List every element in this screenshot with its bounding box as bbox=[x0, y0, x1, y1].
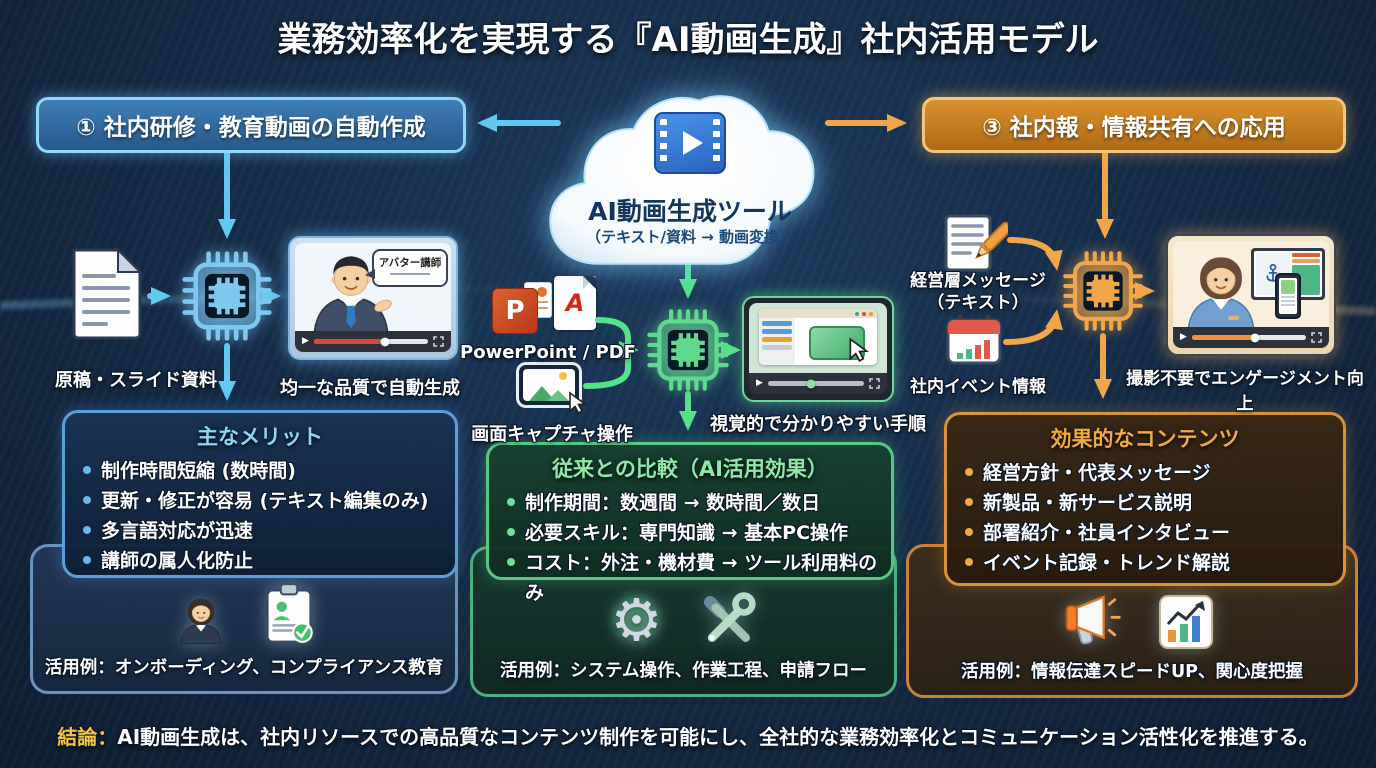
window-main bbox=[795, 318, 877, 365]
right-input1-line1: 経営層メッセージ bbox=[910, 271, 1046, 291]
conclusion-label: 結論： bbox=[57, 725, 118, 749]
comparison-title: 従来との比較（AI活用効果） bbox=[552, 457, 828, 481]
manual-video-player: ▶ bbox=[742, 296, 894, 402]
cloud-shape bbox=[549, 95, 815, 265]
cursor-icon bbox=[567, 391, 589, 415]
comparison-item: コスト：外注・機材費 → ツール利用料のみ bbox=[505, 548, 883, 608]
powerpoint-icon: P bbox=[492, 282, 552, 334]
left-input-label: 原稿・スライド資料 bbox=[55, 370, 217, 391]
newsletter-video-controls[interactable]: ▶ bbox=[1173, 327, 1329, 348]
center-output-label: 視覚的で分かりやすい手順 bbox=[710, 414, 926, 435]
avatar-speech-bubble: アバター講師 bbox=[365, 249, 448, 287]
contents-list: 経営方針・代表メッセージ 新製品・新サービス説明 部署紹介・社員インタビュー イ… bbox=[963, 458, 1335, 578]
bubble-line bbox=[390, 273, 430, 275]
training-usage-text: 活用例：オンボーディング、コンプライアンス教育 bbox=[44, 658, 444, 678]
benefits-list: 制作時間短縮 (数時間) 更新・修正が容易 (テキスト編集のみ) 多言語対応が迅… bbox=[81, 456, 447, 576]
training-video-controls[interactable]: ▶ bbox=[295, 331, 451, 352]
cloud-tool-title: AI動画生成ツール bbox=[588, 197, 792, 226]
video-film-icon bbox=[654, 112, 726, 174]
pdf-icon: A bbox=[554, 276, 596, 330]
branch-training-text: ① 社内研修・教育動画の自動作成 bbox=[76, 115, 426, 141]
branch-newsletter-label: ③ 社内報・情報共有への応用 bbox=[922, 97, 1346, 153]
window-titlebar bbox=[759, 309, 877, 318]
comparison-list: 制作期間：数週間 → 数時間／数日 必要スキル：専門知識 → 基本PC操作 コス… bbox=[505, 488, 883, 608]
powerpoint-letter: P bbox=[505, 296, 525, 326]
play-button-icon[interactable]: ▶ bbox=[756, 378, 763, 388]
fullscreen-icon[interactable] bbox=[433, 336, 444, 347]
contents-item: 部署紹介・社員インタビュー bbox=[963, 518, 1335, 548]
contents-title: 効果的なコンテンツ bbox=[1050, 427, 1240, 451]
comparison-panel: 従来との比較（AI活用効果） 制作期間：数週間 → 数時間／数日 必要スキル：専… bbox=[486, 442, 894, 604]
app-window bbox=[759, 309, 877, 365]
avatar-bubble-text: アバター講師 bbox=[378, 257, 442, 269]
anchor-icon bbox=[1266, 263, 1280, 282]
comparison-item: 必要スキル：専門知識 → 基本PC操作 bbox=[505, 518, 883, 548]
benefits-panel: 主なメリット 制作時間短縮 (数時間) 更新・修正が容易 (テキスト編集のみ) … bbox=[62, 410, 458, 578]
right-input1-line2: （テキスト） bbox=[927, 293, 1029, 314]
newsletter-video-player: ▶ bbox=[1166, 234, 1336, 356]
contents-item: イベント記録・トレンド解説 bbox=[963, 548, 1335, 578]
newsletter-video-screen bbox=[1173, 241, 1329, 327]
right-input1-label: 経営層メッセージ （テキスト） bbox=[896, 270, 1060, 314]
play-button-icon[interactable]: ▶ bbox=[302, 336, 309, 346]
benefits-title: 主なメリット bbox=[197, 425, 323, 449]
click-cursor-icon bbox=[847, 337, 871, 363]
gear-icon: ⚙ bbox=[610, 586, 663, 654]
center-input1-label: PowerPoint / PDF bbox=[460, 342, 636, 363]
contents-item: 新製品・新サービス説明 bbox=[963, 488, 1335, 518]
text-message-icon bbox=[944, 214, 1008, 272]
right-output-label: 撮影不要でエンゲージメント向上 bbox=[1126, 369, 1364, 414]
tools-icon bbox=[703, 592, 756, 642]
male-avatar bbox=[313, 256, 392, 331]
benefit-item: 更新・修正が容易 (テキスト編集のみ) bbox=[81, 486, 447, 516]
cloud-tool-subtitle: （テキスト/資料 → 動画変換） bbox=[585, 228, 795, 246]
document-icon bbox=[72, 247, 143, 340]
training-video-player: アバター講師 ▶ bbox=[288, 236, 458, 360]
conclusion: 結論：AI動画生成は、社内リソースでの高品質なコンテンツ制作を可能にし、全社的な… bbox=[0, 721, 1376, 750]
fullscreen-icon[interactable] bbox=[1311, 332, 1322, 343]
female-employee-icon bbox=[179, 598, 223, 645]
page-title: 業務効率化を実現する『AI動画生成』社内活用モデル bbox=[277, 20, 1099, 60]
female-avatar bbox=[1187, 257, 1255, 327]
benefit-item: 制作時間短縮 (数時間) bbox=[81, 456, 447, 486]
pdf-letter: A bbox=[565, 289, 585, 317]
benefit-item: 講師の属人化防止 bbox=[81, 546, 447, 576]
right-input2-label: 社内イベント情報 bbox=[910, 377, 1046, 397]
left-output-label: 均一な品質で自動生成 bbox=[280, 378, 460, 399]
play-button-icon[interactable]: ▶ bbox=[1180, 332, 1187, 342]
screen-capture-icon bbox=[516, 362, 582, 408]
progress-bar[interactable] bbox=[313, 337, 428, 346]
contents-panel: 効果的なコンテンツ 経営方針・代表メッセージ 新製品・新サービス説明 部署紹介・… bbox=[944, 412, 1346, 586]
progress-bar[interactable] bbox=[767, 379, 864, 388]
benefit-item: 多言語対応が迅速 bbox=[81, 516, 447, 546]
training-video-screen: アバター講師 bbox=[295, 243, 451, 331]
cpu-icon-center bbox=[646, 308, 730, 392]
growth-chart-icon bbox=[1159, 595, 1213, 649]
branch-training-label: ① 社内研修・教育動画の自動作成 bbox=[36, 97, 466, 153]
play-icon bbox=[683, 131, 703, 155]
conclusion-text: AI動画生成は、社内リソースでの高品質なコンテンツ制作を可能にし、全社的な業務効… bbox=[117, 725, 1319, 749]
branch-newsletter-text: ③ 社内報・情報共有への応用 bbox=[982, 115, 1286, 141]
cpu-icon-right bbox=[1062, 250, 1144, 332]
cpu-icon-left bbox=[181, 250, 273, 342]
progress-bar[interactable] bbox=[1191, 333, 1306, 342]
manual-video-screen bbox=[749, 303, 887, 373]
manual-usage-text: 活用例：システム操作、作業工程、申請フロー bbox=[500, 661, 867, 681]
contents-item: 経営方針・代表メッセージ bbox=[963, 458, 1335, 488]
phone-icon bbox=[1275, 273, 1301, 319]
center-input2-label: 画面キャプチャ操作 bbox=[471, 424, 633, 445]
comparison-item: 制作期間：数週間 → 数時間／数日 bbox=[505, 488, 883, 518]
window-sidebar bbox=[759, 318, 795, 365]
manual-video-controls[interactable]: ▶ bbox=[749, 373, 887, 394]
compliance-clipboard-icon bbox=[266, 583, 313, 644]
event-calendar-icon bbox=[946, 315, 1002, 365]
megaphone-icon bbox=[1065, 595, 1121, 645]
newsletter-usage-text: 活用例：情報伝達スピードUP、関心度把握 bbox=[960, 662, 1304, 682]
fullscreen-icon[interactable] bbox=[869, 378, 880, 389]
